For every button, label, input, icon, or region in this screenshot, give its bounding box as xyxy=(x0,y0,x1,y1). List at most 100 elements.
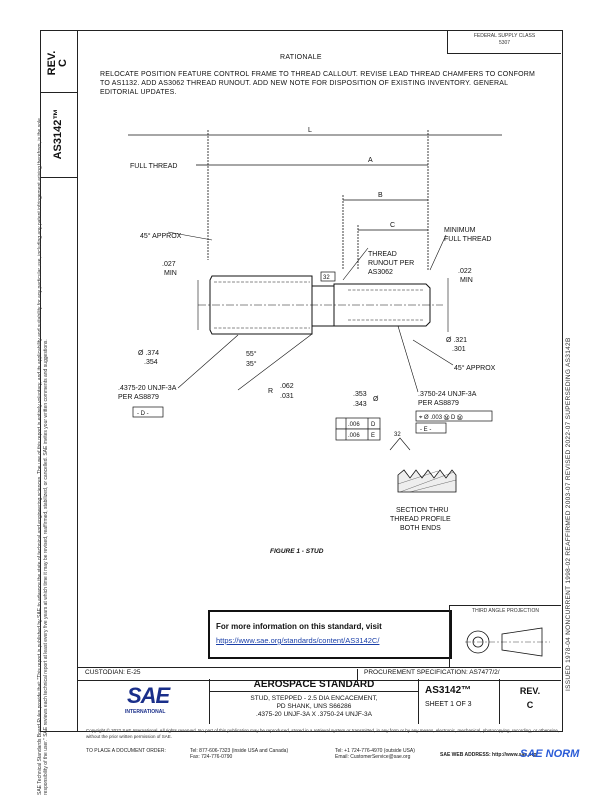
leader-thread-right xyxy=(397,325,419,393)
label-datum-e: - E - xyxy=(420,427,431,433)
label-343: .343 xyxy=(353,401,367,408)
watermark: SAE NORM xyxy=(520,748,580,760)
label-dia-sym: Ø xyxy=(373,396,379,403)
third-angle-projection-icon xyxy=(465,627,550,657)
leader-45-right xyxy=(412,339,454,366)
label-runout-2: RUNOUT PER xyxy=(368,260,414,267)
label-fcf1-ref: D xyxy=(371,422,376,428)
main-frame xyxy=(77,30,563,732)
surface-finish-symbol xyxy=(389,437,411,451)
fsc-label: FEDERAL SUPPLY CLASS xyxy=(473,33,536,39)
label-r-031: .031 xyxy=(280,393,294,400)
label-374: Ø .374 xyxy=(138,350,159,357)
desc-line-3: .4375-20 UNJF-3A X .3750-24 UNJF-3A xyxy=(256,711,372,718)
dim-32-box xyxy=(320,271,336,282)
title-block-row2: SAE INTERNATIONAL AEROSPACE STANDARD STU… xyxy=(77,679,561,724)
revision-history: ISSUED 1978-04 NONCURRENT 1998-02 REAFFI… xyxy=(565,337,572,691)
side-rev-box: REV.C xyxy=(40,30,77,93)
side-doc-box: AS3142™ xyxy=(40,92,77,178)
standard-heading: AEROSPACE STANDARD xyxy=(210,679,418,692)
procurement-spec: PROCUREMENT SPECIFICATION: AS7477/2/ xyxy=(357,669,500,680)
fax: Fax: 724-776-0790 xyxy=(190,754,233,760)
web-address[interactable]: SAE WEB ADDRESS: http://www.sae.org xyxy=(440,752,537,758)
rev-box: REV. C xyxy=(499,679,561,724)
hatch-1 xyxy=(399,471,455,493)
label-55: 55° xyxy=(246,350,257,358)
figure-caption: FIGURE 1 - STUD xyxy=(270,548,324,555)
label-fcf2-ref: E xyxy=(371,433,375,439)
leader-thread-left xyxy=(177,334,239,389)
label-min-full-1: MINIMUM xyxy=(444,227,476,234)
leader-runout xyxy=(342,247,369,281)
label-35: 35° xyxy=(246,360,257,368)
doc-number-box: AS3142™ SHEET 1 OF 3 xyxy=(419,679,500,724)
label-fcf1-val: .006 xyxy=(348,422,360,428)
datum-d-box xyxy=(132,406,164,418)
leader-45-left xyxy=(167,231,213,241)
info-box: For more information on this standard, v… xyxy=(208,610,452,659)
tel-inside: Tel: 877-606-7323 (inside USA and Canada… xyxy=(190,748,289,754)
label-section-3: BOTH ENDS xyxy=(400,525,441,532)
label-027: .027 xyxy=(162,261,176,268)
label-022: .022 xyxy=(458,268,472,275)
side-rev-value: C xyxy=(57,59,69,67)
doc-number: AS3142™ xyxy=(425,685,472,696)
contact-tel2: Tel: +1 724-776-4970 (outside USA) Email… xyxy=(335,748,415,760)
label-353: .353 xyxy=(353,391,367,398)
hatch-2 xyxy=(409,479,457,493)
label-datum-d: - D - xyxy=(137,411,149,417)
label-thread-left-1: .4375-20 UNJF-3A xyxy=(118,385,177,392)
label-A: A xyxy=(368,157,373,164)
label-thread-right-1: .3750-24 UNJF-3A xyxy=(418,391,477,398)
datum-e-box xyxy=(415,422,447,434)
disclaimer-text: SAE Technical Standards Board Rules prov… xyxy=(37,118,49,795)
label-32-profile: 32 xyxy=(394,432,401,438)
email[interactable]: Email: CustomerService@sae.org xyxy=(335,754,411,760)
info-heading: For more information on this standard, v… xyxy=(216,622,382,631)
fsc-value: 5307 xyxy=(498,40,511,46)
hatch-3 xyxy=(397,470,439,485)
label-B: B xyxy=(378,192,383,199)
projection-box: THIRD ANGLE PROJECTION xyxy=(449,605,561,668)
label-runout-1: THREAD xyxy=(368,251,397,258)
label-fcf3: ⌖ Ø .003 Ⓜ D Ⓜ xyxy=(419,414,463,421)
label-full-thread: FULL THREAD xyxy=(130,163,177,170)
sae-logo-text: SAE xyxy=(127,683,170,708)
label-min-full-2: FULL THREAD xyxy=(444,236,491,243)
stud-drawing: L A B C FULL THREAD 45° APPROX MINIMUM F… xyxy=(118,127,502,532)
label-min-left: MIN xyxy=(164,270,177,277)
label-C: C xyxy=(390,222,395,229)
rationale-title: RATIONALE xyxy=(280,54,322,61)
sae-logo: SAE INTERNATIONAL xyxy=(77,679,210,724)
fcf-3 xyxy=(415,410,493,422)
standard-title: AEROSPACE STANDARD STUD, STEPPED - 2.5 D… xyxy=(210,679,419,724)
label-fcf2-val: .006 xyxy=(348,433,360,439)
label-r-062: .062 xyxy=(280,383,294,390)
leader-min-full xyxy=(429,234,447,271)
thread-profile-section xyxy=(397,469,457,493)
rev-label: REV. xyxy=(519,686,541,696)
rev-value: C xyxy=(526,700,534,710)
info-link[interactable]: https://www.sae.org/standards/content/AS… xyxy=(216,636,380,645)
fcf-2 xyxy=(335,428,381,441)
label-r: R xyxy=(268,388,273,395)
label-354: .354 xyxy=(144,359,158,366)
label-301: .301 xyxy=(452,346,466,353)
leader-radius xyxy=(237,333,313,391)
label-45-right: 45° APPROX xyxy=(454,364,496,372)
label-321: Ø .321 xyxy=(446,337,467,344)
side-frame xyxy=(40,30,78,732)
label-runout-3: AS3062 xyxy=(368,269,393,276)
custodian: CUSTODIAN: E-25 xyxy=(85,669,141,676)
sheet-number: SHEET 1 OF 3 xyxy=(425,701,472,708)
label-thread-left-2: PER AS8879 xyxy=(118,394,159,401)
tel-outside: Tel: +1 724-776-4970 (outside USA) xyxy=(335,748,415,754)
label-section-2: THREAD PROFILE xyxy=(390,516,451,523)
label-32-top: 32 xyxy=(323,275,330,281)
shank xyxy=(311,285,335,327)
copyright: Copyright © 2022 SAE International. All … xyxy=(86,728,560,739)
standard-description: STUD, STEPPED - 2.5 DIA ENCACEMENT, PD S… xyxy=(210,692,418,719)
label-thread-right-2: PER AS8879 xyxy=(418,400,459,407)
label-L: L xyxy=(308,127,312,134)
label-min-right: MIN xyxy=(460,277,473,284)
